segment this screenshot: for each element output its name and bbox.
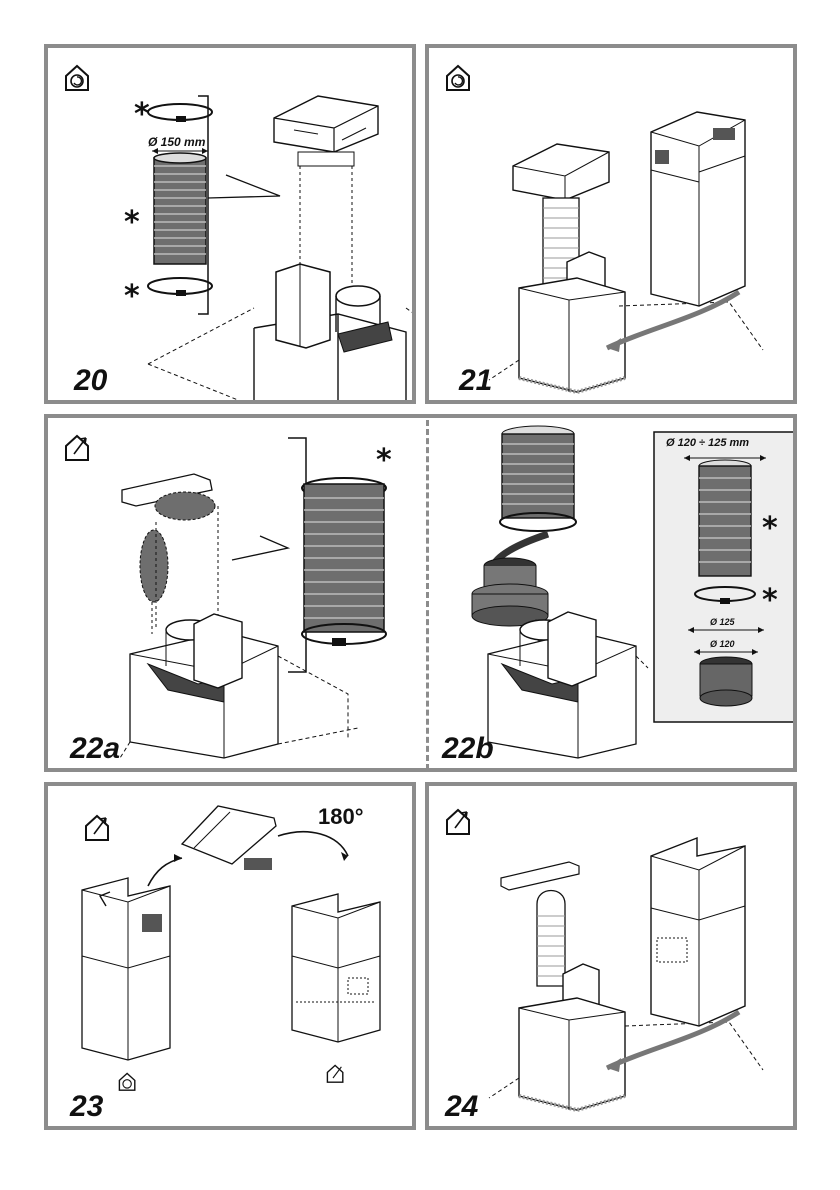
figure-number: 20 <box>74 364 108 397</box>
asterisk-mark: * <box>134 97 150 132</box>
figure-number: 22a <box>70 732 121 765</box>
inner-diameter-label: Ø 120 <box>710 639 735 649</box>
figure-23-illustration <box>81 805 381 1091</box>
figure-number: 24 <box>445 1090 479 1123</box>
reducer-22b <box>471 557 549 627</box>
extraction-house-icon <box>85 814 109 841</box>
extraction-house-icon <box>326 1064 344 1083</box>
figure-22-illustration <box>65 425 793 759</box>
figure-number: 23 <box>70 1090 104 1123</box>
extraction-house-icon <box>65 434 89 461</box>
figure-20-panel: Ø 150 mm * * * 20 <box>44 44 416 404</box>
figure-23-panel: 180° 23 <box>44 782 416 1130</box>
recirculation-house-icon <box>118 1072 136 1091</box>
recirculation-house-icon <box>446 64 470 91</box>
rotation-label: 180° <box>318 804 364 829</box>
figure-24-panel: 24 <box>425 782 797 1130</box>
figure-21-panel: 21 <box>425 44 797 404</box>
figure-21-illustration <box>446 64 764 395</box>
figure-number: 22b <box>442 732 494 765</box>
duct-diameter-label: Ø 150 mm <box>148 135 206 149</box>
asterisk-mark: * <box>762 583 778 618</box>
asterisk-mark: * <box>762 511 778 546</box>
figure-number: 21 <box>459 364 493 397</box>
figure-divider <box>426 420 429 770</box>
asterisk-mark: * <box>124 279 140 314</box>
figure-22-panel: * Ø 120 ÷ 125 mm * * Ø 125 Ø 120 22a 22b <box>44 414 797 772</box>
asterisk-mark: * <box>124 205 140 240</box>
asterisk-mark: * <box>376 443 392 478</box>
outer-diameter-label: Ø 125 <box>710 617 735 627</box>
recirculation-house-icon <box>65 64 89 91</box>
duct-diameter-range-label: Ø 120 ÷ 125 mm <box>666 437 750 449</box>
duct-22b <box>499 425 577 532</box>
figure-24-illustration <box>446 808 764 1113</box>
extraction-house-icon <box>446 808 470 835</box>
figure-20-illustration <box>65 64 412 400</box>
